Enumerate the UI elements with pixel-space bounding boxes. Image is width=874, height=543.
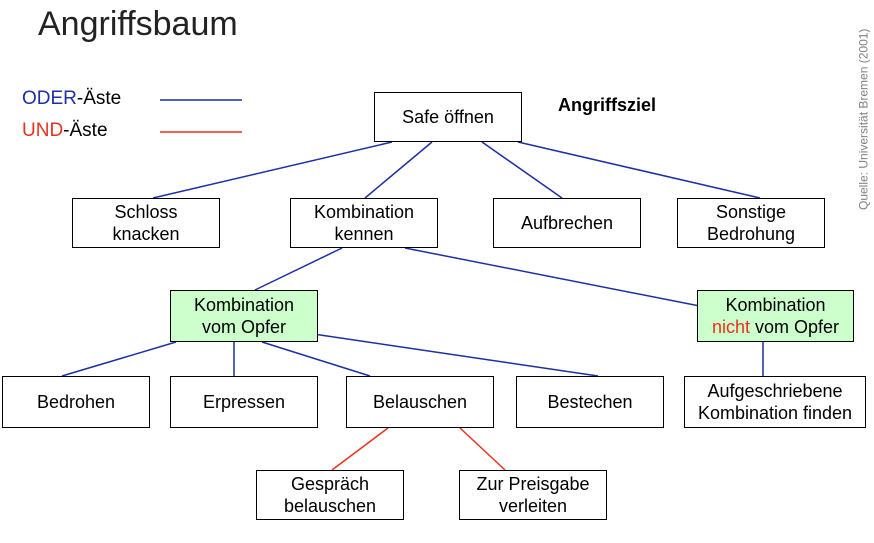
legend-oder-suffix: -Äste	[76, 88, 122, 109]
node-erpressen-label: Erpressen	[202, 392, 286, 412]
node-safe-oeffnen-label: Safe öffnen	[402, 107, 494, 127]
node-bedrohen: Bedrohen	[2, 376, 150, 428]
node-kombination-nicht-vom-opfer: Kombination nicht vom Opfer	[697, 290, 854, 342]
node-nicht-keyword: nicht	[711, 317, 750, 337]
legend-und-label: UND-Äste	[22, 120, 108, 142]
legend-oder-label: ODER-Äste	[22, 88, 121, 110]
node-schloss-knacken: Schloss knacken	[72, 198, 220, 248]
legend-oder-keyword: ODER	[22, 88, 77, 109]
node-sonstige-bedrohung: Sonstige Bedrohung	[677, 198, 825, 248]
edge-kombination-vomopfer	[254, 247, 343, 291]
page-title: Angriffsbaum	[38, 5, 238, 43]
node-aufbrechen: Aufbrechen	[493, 198, 641, 248]
node-kombination-nicht-vom-opfer-line2: nicht vom Opfer	[712, 316, 839, 338]
node-erpressen: Erpressen	[170, 376, 318, 428]
node-kombination-vom-opfer-line1: Kombination	[193, 295, 295, 315]
edge-vomopfer-bestechen	[299, 331, 599, 377]
legend-und-suffix: -Äste	[63, 120, 108, 141]
node-vom-opfer-rest: vom Opfer	[750, 317, 840, 337]
edge-root-schloss	[152, 141, 393, 199]
node-kombination-nicht-vom-opfer-line1: Kombination	[725, 295, 826, 315]
node-aufgeschriebene-kombination: Aufgeschriebene Kombination finden	[684, 376, 866, 428]
node-aufgeschriebene-line2: Kombination finden	[697, 403, 853, 423]
node-schloss-knacken-line1: Schloss	[114, 202, 178, 222]
node-preisgabe-line2: verleiten	[498, 496, 568, 516]
node-kombination-kennen-line1: Kombination	[313, 202, 415, 222]
node-sonstige-bedrohung-line2: Bedrohung	[706, 224, 796, 244]
node-schloss-knacken-line2: knacken	[112, 224, 180, 244]
edge-root-aufbrechen	[481, 141, 563, 199]
node-sonstige-bedrohung-line1: Sonstige	[715, 202, 787, 222]
node-belauschen: Belauschen	[346, 376, 494, 428]
edge-vomopfer-belauschen	[261, 341, 371, 377]
goal-label: Angriffsziel	[558, 95, 657, 115]
node-aufgeschriebene-line1: Aufgeschriebene	[707, 381, 843, 401]
node-bedrohen-label: Bedrohen	[36, 392, 116, 412]
node-kombination-kennen: Kombination kennen	[290, 198, 438, 248]
edge-root-kombination	[364, 141, 433, 199]
edge-belauschen-preisgabe	[459, 427, 506, 471]
node-bestechen-label: Bestechen	[547, 392, 633, 412]
node-kombination-vom-opfer: Kombination vom Opfer	[170, 290, 318, 342]
node-zur-preisgabe-verleiten: Zur Preisgabe verleiten	[459, 470, 607, 520]
node-kombination-kennen-line2: kennen	[334, 224, 394, 244]
node-kombination-vom-opfer-line2: vom Opfer	[201, 317, 286, 337]
node-belauschen-label: Belauschen	[372, 392, 468, 412]
node-gespraech-line1: Gespräch	[290, 474, 370, 494]
node-bestechen: Bestechen	[516, 376, 664, 428]
edge-vomopfer-bedrohen	[61, 341, 177, 377]
node-preisgabe-line1: Zur Preisgabe	[476, 474, 590, 494]
edge-kombination-nichtopfer	[404, 247, 721, 311]
legend-und-keyword: UND	[22, 120, 64, 141]
node-safe-oeffnen: Safe öffnen	[374, 92, 522, 142]
node-gespraech-line2: belauschen	[283, 496, 377, 516]
edge-belauschen-gespraech	[331, 427, 389, 471]
edge-root-sonstige	[517, 141, 761, 199]
node-gespraech-belauschen: Gespräch belauschen	[256, 470, 404, 520]
node-aufbrechen-label: Aufbrechen	[520, 213, 614, 233]
